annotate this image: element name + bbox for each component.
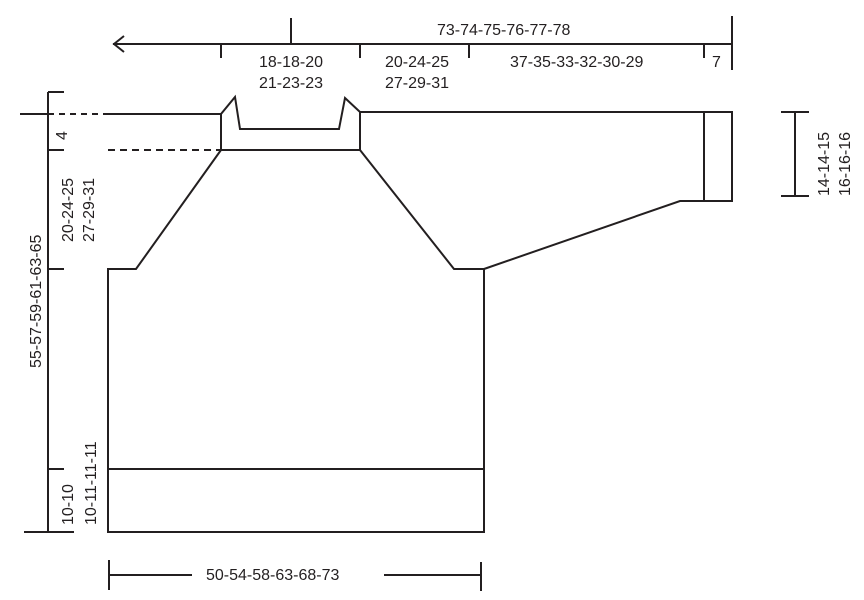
shoulder-width-line1: 20-24-25 bbox=[384, 54, 450, 71]
garment-outline bbox=[107, 94, 733, 533]
cuff-width-line2: 16-16-16 bbox=[837, 131, 854, 196]
neck-width-line2: 21-23-23 bbox=[258, 75, 324, 92]
neck-depth-label: 4 bbox=[54, 131, 71, 140]
total-width-label: 73-74-75-76-77-78 bbox=[437, 22, 571, 39]
armhole-depth-label: 20-24-25 27-29-31 bbox=[58, 178, 100, 242]
sleeve-length-label: 37-35-33-32-30-29 bbox=[510, 54, 644, 71]
shoulder-width-line2: 27-29-31 bbox=[384, 75, 450, 92]
shoulder-width-label: 20-24-25 27-29-31 bbox=[362, 52, 472, 94]
bottom-dimension-line bbox=[108, 560, 482, 591]
body-width-label: 50-54-58-63-68-73 bbox=[206, 567, 340, 584]
right-dimension-line bbox=[781, 111, 809, 197]
rib-height-label-1: 10-10 bbox=[60, 484, 77, 525]
rib-height-label-2: 10-11-11-11 bbox=[83, 441, 100, 525]
armhole-depth-line2: 27-29-31 bbox=[81, 177, 98, 242]
cuff-length-label: 7 bbox=[712, 54, 721, 71]
total-height-label: 55-57-59-61-63-65 bbox=[28, 234, 45, 368]
neck-width-label: 18-18-20 21-23-23 bbox=[236, 52, 346, 94]
cuff-width-label: 14-14-15 16-16-16 bbox=[814, 132, 856, 196]
left-dimension-line bbox=[20, 91, 221, 533]
armhole-depth-line1: 20-24-25 bbox=[60, 177, 77, 242]
arrow-left-icon bbox=[112, 35, 125, 53]
top-dimension-line bbox=[112, 16, 733, 70]
neck-width-line1: 18-18-20 bbox=[258, 54, 324, 71]
cuff-width-line1: 14-14-15 bbox=[816, 131, 833, 196]
